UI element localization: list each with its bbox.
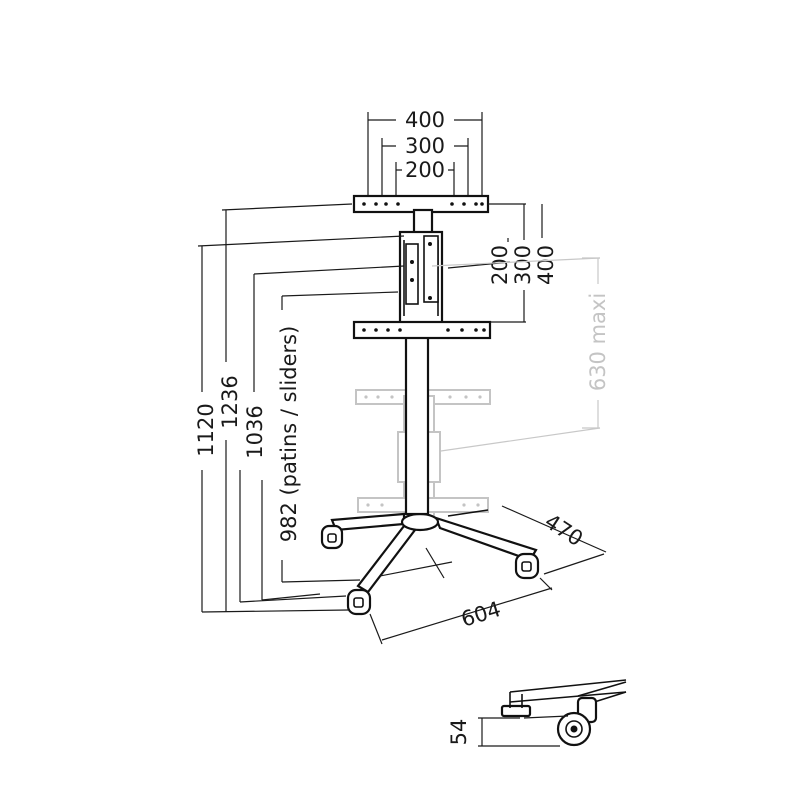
dimension-604: 604 bbox=[458, 597, 503, 632]
vesa-width-dimensions: 400 300 200 bbox=[367, 106, 483, 196]
base-star bbox=[320, 509, 540, 616]
dimension-200-width: 200 bbox=[405, 158, 445, 182]
caster-detail: 54 bbox=[447, 679, 627, 747]
dimension-200-height: 200 bbox=[488, 245, 512, 285]
dimension-400-width: 400 bbox=[405, 108, 445, 132]
overall-height-dimensions: 1120 1236 1036 982 (patins / sliders) bbox=[194, 203, 405, 613]
travel-dimension: 630 maxi bbox=[431, 257, 610, 428]
dimension-982-patins-sliders: 982 (patins / sliders) bbox=[277, 326, 301, 543]
dimension-400-height: 400 bbox=[534, 245, 558, 285]
lowered-position-ghost bbox=[355, 389, 601, 525]
dimension-1036: 1036 bbox=[243, 405, 267, 458]
caster-left bbox=[320, 524, 344, 550]
vesa-height-dimensions: 200 300 400 bbox=[447, 203, 558, 323]
dimension-300-height: 300 bbox=[511, 245, 535, 285]
dimension-300-width: 300 bbox=[405, 134, 445, 158]
dimension-1236: 1236 bbox=[218, 375, 242, 428]
caster-right bbox=[514, 552, 540, 580]
column-and-vesa-brackets bbox=[352, 194, 492, 516]
caster-front bbox=[346, 588, 372, 616]
dimension-470: 470 bbox=[540, 509, 587, 551]
dimension-1120: 1120 bbox=[194, 403, 218, 456]
dimension-54: 54 bbox=[447, 719, 471, 746]
dimension-630-maxi: 630 maxi bbox=[586, 293, 610, 391]
